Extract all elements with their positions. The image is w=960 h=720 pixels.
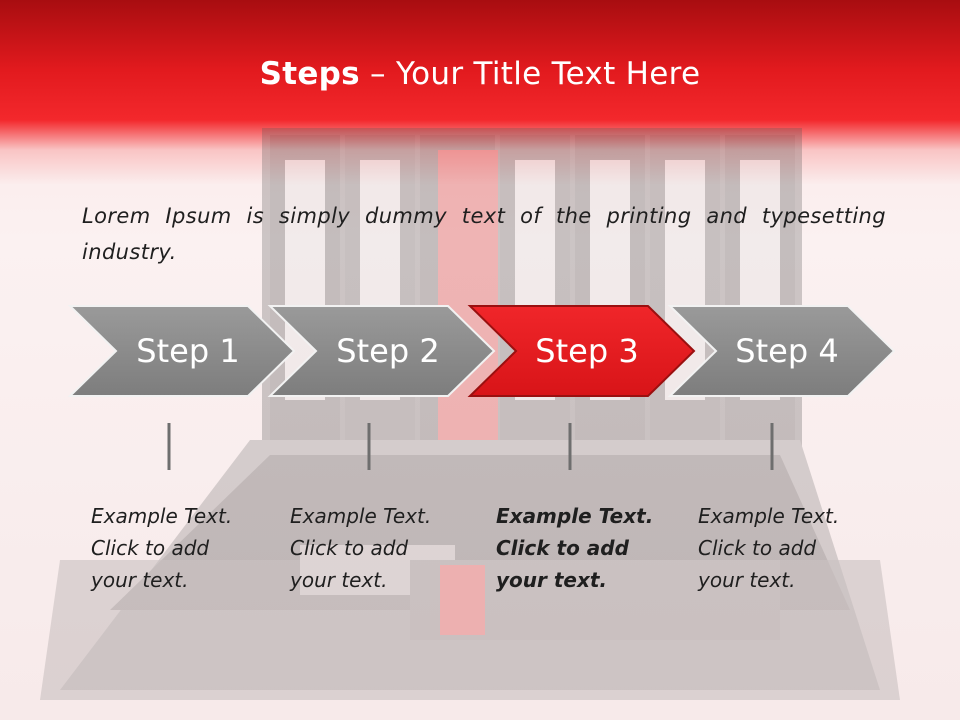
step-arrow-3[interactable]: Step 3 bbox=[467, 305, 696, 397]
step-3-label: Step 3 bbox=[535, 332, 638, 370]
step-4-line-3: your text. bbox=[698, 568, 796, 592]
title-rest: – Your Title Text Here bbox=[359, 56, 701, 92]
step-3-line-2: Click to add bbox=[496, 536, 629, 560]
step-1-line-1: Example Text. bbox=[91, 504, 233, 528]
step-arrow-2[interactable]: Step 2 bbox=[267, 305, 496, 397]
step-1-line-2: Click to add bbox=[91, 536, 210, 560]
step-2-line-1: Example Text. bbox=[290, 504, 432, 528]
step-1-line-3: your text. bbox=[91, 568, 189, 592]
step-2-example-text[interactable]: Example Text. Click to add your text. bbox=[290, 500, 480, 596]
step-arrow-1[interactable]: Step 1 bbox=[67, 305, 296, 397]
step-arrow-4[interactable]: Step 4 bbox=[667, 305, 896, 397]
step-3-line-3: your text. bbox=[496, 568, 608, 592]
step-2-line-3: your text. bbox=[290, 568, 388, 592]
step-4-line-2: Click to add bbox=[698, 536, 817, 560]
slide-title[interactable]: Steps – Your Title Text Here bbox=[0, 52, 960, 96]
step-3-example-text[interactable]: Example Text. Click to add your text. bbox=[496, 500, 686, 596]
step-3-line-1: Example Text. bbox=[496, 504, 654, 528]
step-4-example-text[interactable]: Example Text. Click to add your text. bbox=[698, 500, 888, 596]
step-4-line-1: Example Text. bbox=[698, 504, 840, 528]
step-2-label: Step 2 bbox=[336, 332, 439, 370]
step-1-example-text[interactable]: Example Text. Click to add your text. bbox=[91, 500, 281, 596]
title-bold: Steps bbox=[259, 56, 360, 92]
intro-text[interactable]: Lorem Ipsum is simply dummy text of the … bbox=[82, 204, 886, 264]
step-1-label: Step 1 bbox=[136, 332, 239, 370]
step-4-label: Step 4 bbox=[735, 332, 838, 370]
step-2-line-2: Click to add bbox=[290, 536, 409, 560]
